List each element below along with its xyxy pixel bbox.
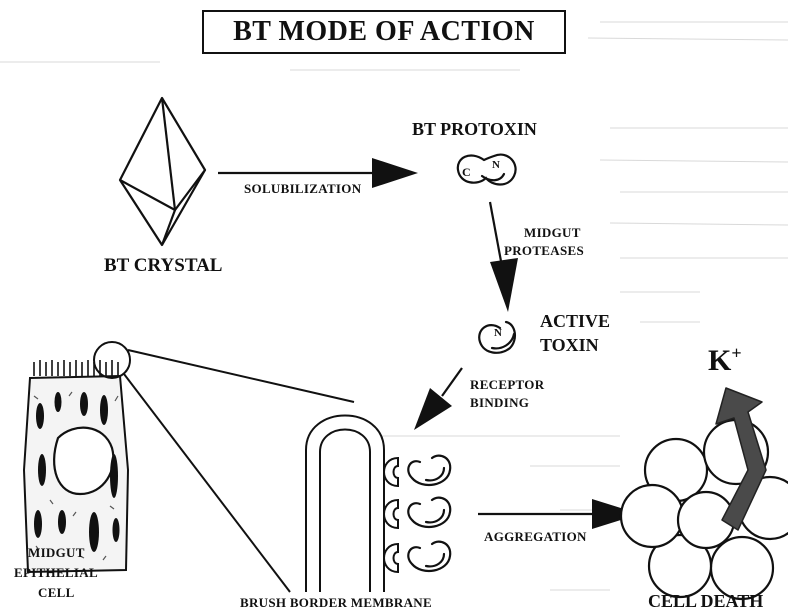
bt-crystal-shape (118, 96, 207, 247)
epithelial-cell-shape (22, 360, 130, 574)
magnification-callout (93, 341, 355, 593)
bt-protoxin-label: BT PROTOXIN (412, 119, 537, 139)
aggregation-label: AGGREGATION (484, 529, 587, 544)
proteases-arrow (488, 201, 518, 312)
protoxin-c-letter: C (462, 165, 471, 179)
active-toxin-label-line2: TOXIN (540, 335, 599, 355)
brush-border-membrane-label: BRUSH BORDER MEMBRANE (240, 595, 432, 610)
midgut-proteases-label-line2: PROTEASES (504, 243, 585, 258)
solubilization-label: SOLUBILIZATION (244, 181, 362, 196)
receptor-binding-label-line2: BINDING (470, 395, 530, 410)
active-toxin-molecule (478, 320, 516, 354)
midgut-proteases-label-line1: MIDGUT (524, 225, 581, 240)
potassium-ion-label: K+ (708, 343, 742, 377)
protoxin-n-letter: N (492, 159, 500, 171)
diagram-title: BT MODE OF ACTION (233, 16, 535, 47)
title-box: BT MODE OF ACTION (202, 10, 566, 54)
cell-death-label: CELL DEATH (648, 591, 764, 611)
receptor-binding-arrow (414, 367, 463, 430)
active-toxin-label-line1: ACTIVE (540, 311, 611, 331)
receptor-sites (382, 456, 399, 574)
brush-border-membrane-shape (305, 414, 385, 592)
active-toxin-n-letter: N (494, 327, 502, 339)
receptor-binding-label-line1: RECEPTOR (470, 377, 545, 392)
epithelial-label-line1: MIDGUT (28, 545, 85, 560)
solubilization-arrow (218, 158, 418, 188)
aggregation-arrow (478, 499, 640, 529)
protoxin-molecule (456, 153, 517, 186)
bound-toxins (407, 454, 452, 573)
bt-crystal-label: BT CRYSTAL (104, 255, 223, 276)
epithelial-label-line3: CELL (38, 585, 75, 600)
epithelial-label-line2: EPITHELIAL (14, 565, 98, 580)
potassium-charge: + (731, 343, 742, 363)
pore-cluster (619, 418, 788, 601)
potassium-efflux-arrow (715, 387, 767, 531)
potassium-symbol: K (708, 344, 732, 377)
